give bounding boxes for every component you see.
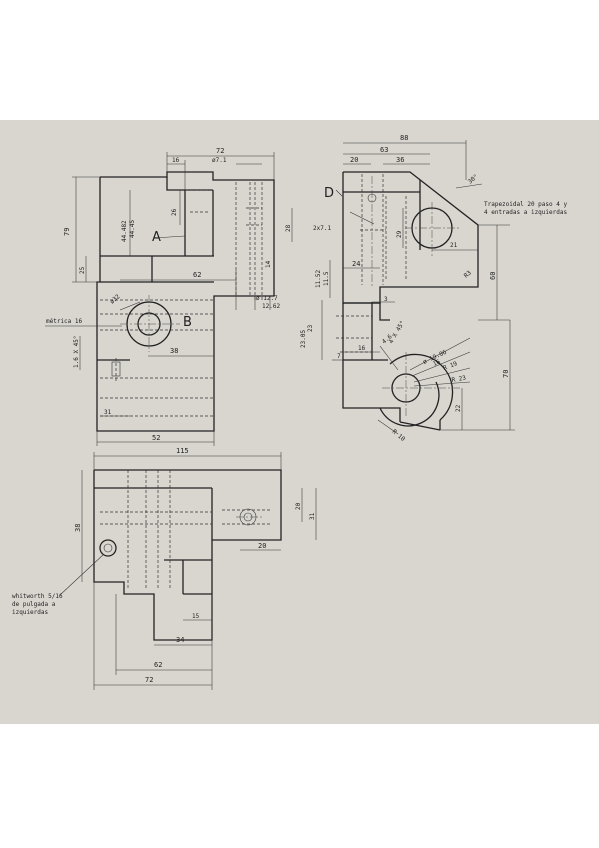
note-whitworth-line2: de pulgada a [12, 601, 56, 608]
dim-26: 26 [171, 208, 178, 216]
dim-3: 3 [384, 296, 388, 303]
dim-22: 22 [455, 404, 462, 412]
dim-1-6x45: 1.6 X 45° [73, 335, 80, 368]
drawing-sheet: 72 16 ø7.1 79 44.482 44.45 26 28 25 14 6… [0, 120, 599, 724]
dim-20-right: 20 [258, 542, 266, 550]
dim-38: 38 [170, 347, 178, 355]
dim-4x45: 4 X 45° [388, 320, 407, 345]
note-trapezoidal-line2: 4 entradas a izquierdas [484, 209, 567, 216]
dim-34: 34 [176, 636, 184, 644]
dim-63: 63 [380, 146, 388, 154]
dim-21: 21 [450, 242, 458, 249]
dim-r19: R 19 [442, 360, 458, 372]
dim-r23: R 23 [451, 374, 467, 383]
dim-79: 79 [63, 228, 71, 236]
dim-23: 23 [307, 324, 314, 332]
side-view [321, 140, 515, 435]
label-d: D [324, 186, 334, 201]
dim-24: 24 [352, 260, 360, 268]
dim-11-52: 11.52 [315, 270, 322, 288]
front-view [45, 152, 293, 446]
dim-14: 14 [265, 260, 272, 268]
dim-88: 88 [400, 134, 408, 142]
dim-r10: R 10 [391, 428, 407, 443]
dim-11-5: 11.5 [323, 271, 330, 286]
dim-25: 25 [79, 266, 86, 274]
dim-r3: R3 [463, 269, 473, 279]
dim-31-top: 31 [309, 512, 316, 520]
dim-62-front: 62 [193, 271, 201, 279]
label-b: B [183, 315, 192, 330]
dim-52: 52 [152, 434, 160, 442]
dim-15: 15 [192, 613, 200, 620]
dim-30deg: 30° [467, 173, 480, 185]
dim-36: 36 [396, 156, 404, 164]
dim-72-top: 72 [216, 147, 224, 155]
dim-2x7-1: 2x7.1 [313, 225, 331, 232]
dim-12-7: ø 12.7 [256, 295, 278, 302]
dim-38-top: 38 [74, 524, 82, 532]
dim-32: ø32 [109, 293, 122, 306]
top-view [59, 452, 317, 690]
label-a: A [152, 230, 161, 245]
dim-62-top: 62 [154, 661, 162, 669]
dim-31: 31 [104, 409, 112, 416]
dim-60: 60 [489, 272, 497, 280]
dim-72-bottom: 72 [145, 676, 153, 684]
dim-20-side: 20 [350, 156, 358, 164]
dim-29: 29 [396, 230, 403, 238]
dim-12-62: 12.62 [262, 303, 280, 310]
note-whitworth-line1: whitworth 5/16 [12, 593, 63, 600]
dim-16: 16 [172, 157, 180, 164]
note-metrica: métrica 16 [46, 318, 83, 325]
dim-44-482: 44.482 [121, 220, 128, 242]
dim-20-top: 20 [295, 502, 302, 510]
dim-70: 70 [502, 370, 510, 378]
note-trapezoidal-line1: Trapezoidal 20 paso 4 y [484, 201, 567, 208]
dim-7-1: ø7.1 [212, 157, 227, 164]
dim-23-05: 23.05 [300, 330, 307, 348]
dim-44-45: 44.45 [129, 220, 136, 238]
dim-16-side: 16 [358, 345, 366, 352]
dim-28: 28 [285, 224, 292, 232]
note-whitworth-line3: izquierdas [12, 609, 49, 616]
dim-16-arc: 16 [432, 358, 442, 368]
technical-drawing: 72 16 ø7.1 79 44.482 44.45 26 28 25 14 6… [12, 134, 567, 690]
dim-115: 115 [176, 447, 189, 455]
dim-7: 7 [337, 353, 341, 360]
